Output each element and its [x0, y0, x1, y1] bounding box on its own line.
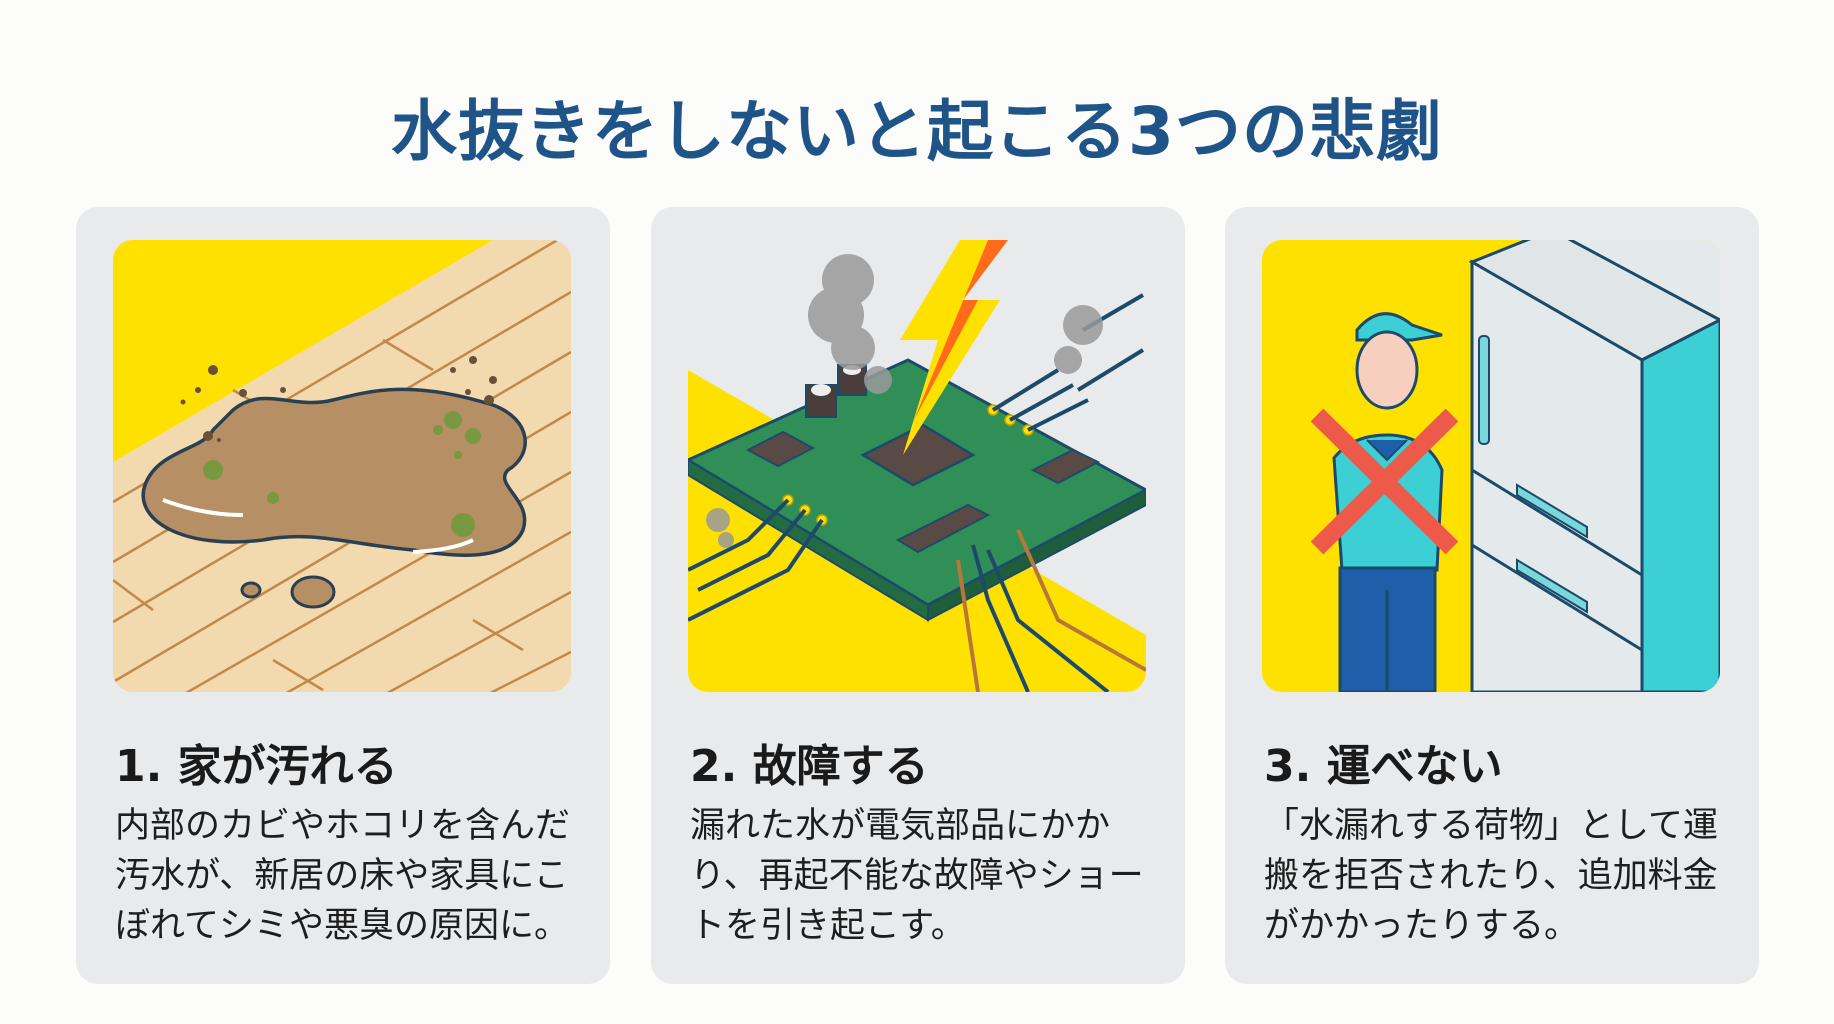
description-line: り、再起不能な故障やショー — [690, 856, 1144, 896]
card-breakdown: 2. 故障する 漏れた水が電気部品にかか り、再起不能な故障やショー トを引き起… — [651, 207, 1185, 984]
description-line: トを引き起こす。 — [690, 906, 966, 946]
description-line: 漏れた水が電気部品にかか — [690, 806, 1111, 846]
description-line: 「水漏れする荷物」として運 — [1264, 806, 1718, 846]
circuit-board-illustration — [688, 240, 1146, 692]
description-line: 汚水が、新居の床や家具にこ — [115, 856, 569, 896]
card-title: 2. 故障する — [690, 741, 929, 792]
card-title: 3. 運べない — [1264, 741, 1503, 792]
card-description: 内部のカビやホコリを含んだ 汚水が、新居の床や家具にこ ぼれてシミや悪臭の原因に… — [115, 801, 585, 951]
card-cannot-transport: 3. 運べない 「水漏れする荷物」として運 搬を拒否されたり、追加料金 がかかっ… — [1225, 207, 1759, 984]
mover-refusal-illustration — [1262, 240, 1720, 692]
description-line: 搬を拒否されたり、追加料金 — [1264, 856, 1718, 896]
card-dirty-house: 1. 家が汚れる 内部のカビやホコリを含んだ 汚水が、新居の床や家具にこ ぼれて… — [76, 207, 610, 984]
description-line: ぼれてシミや悪臭の原因に。 — [115, 906, 569, 946]
card-description: 「水漏れする荷物」として運 搬を拒否されたり、追加料金 がかかったりする。 — [1264, 801, 1734, 951]
card-title: 1. 家が汚れる — [115, 741, 398, 792]
puddle-illustration — [113, 240, 571, 692]
description-line: がかかったりする。 — [1264, 906, 1580, 946]
card-description: 漏れた水が電気部品にかか り、再起不能な故障やショー トを引き起こす。 — [690, 801, 1160, 951]
description-line: 内部のカビやホコリを含んだ — [115, 806, 571, 846]
page-title: 水抜きをしないと起こる3つの悲劇 — [391, 93, 1443, 170]
